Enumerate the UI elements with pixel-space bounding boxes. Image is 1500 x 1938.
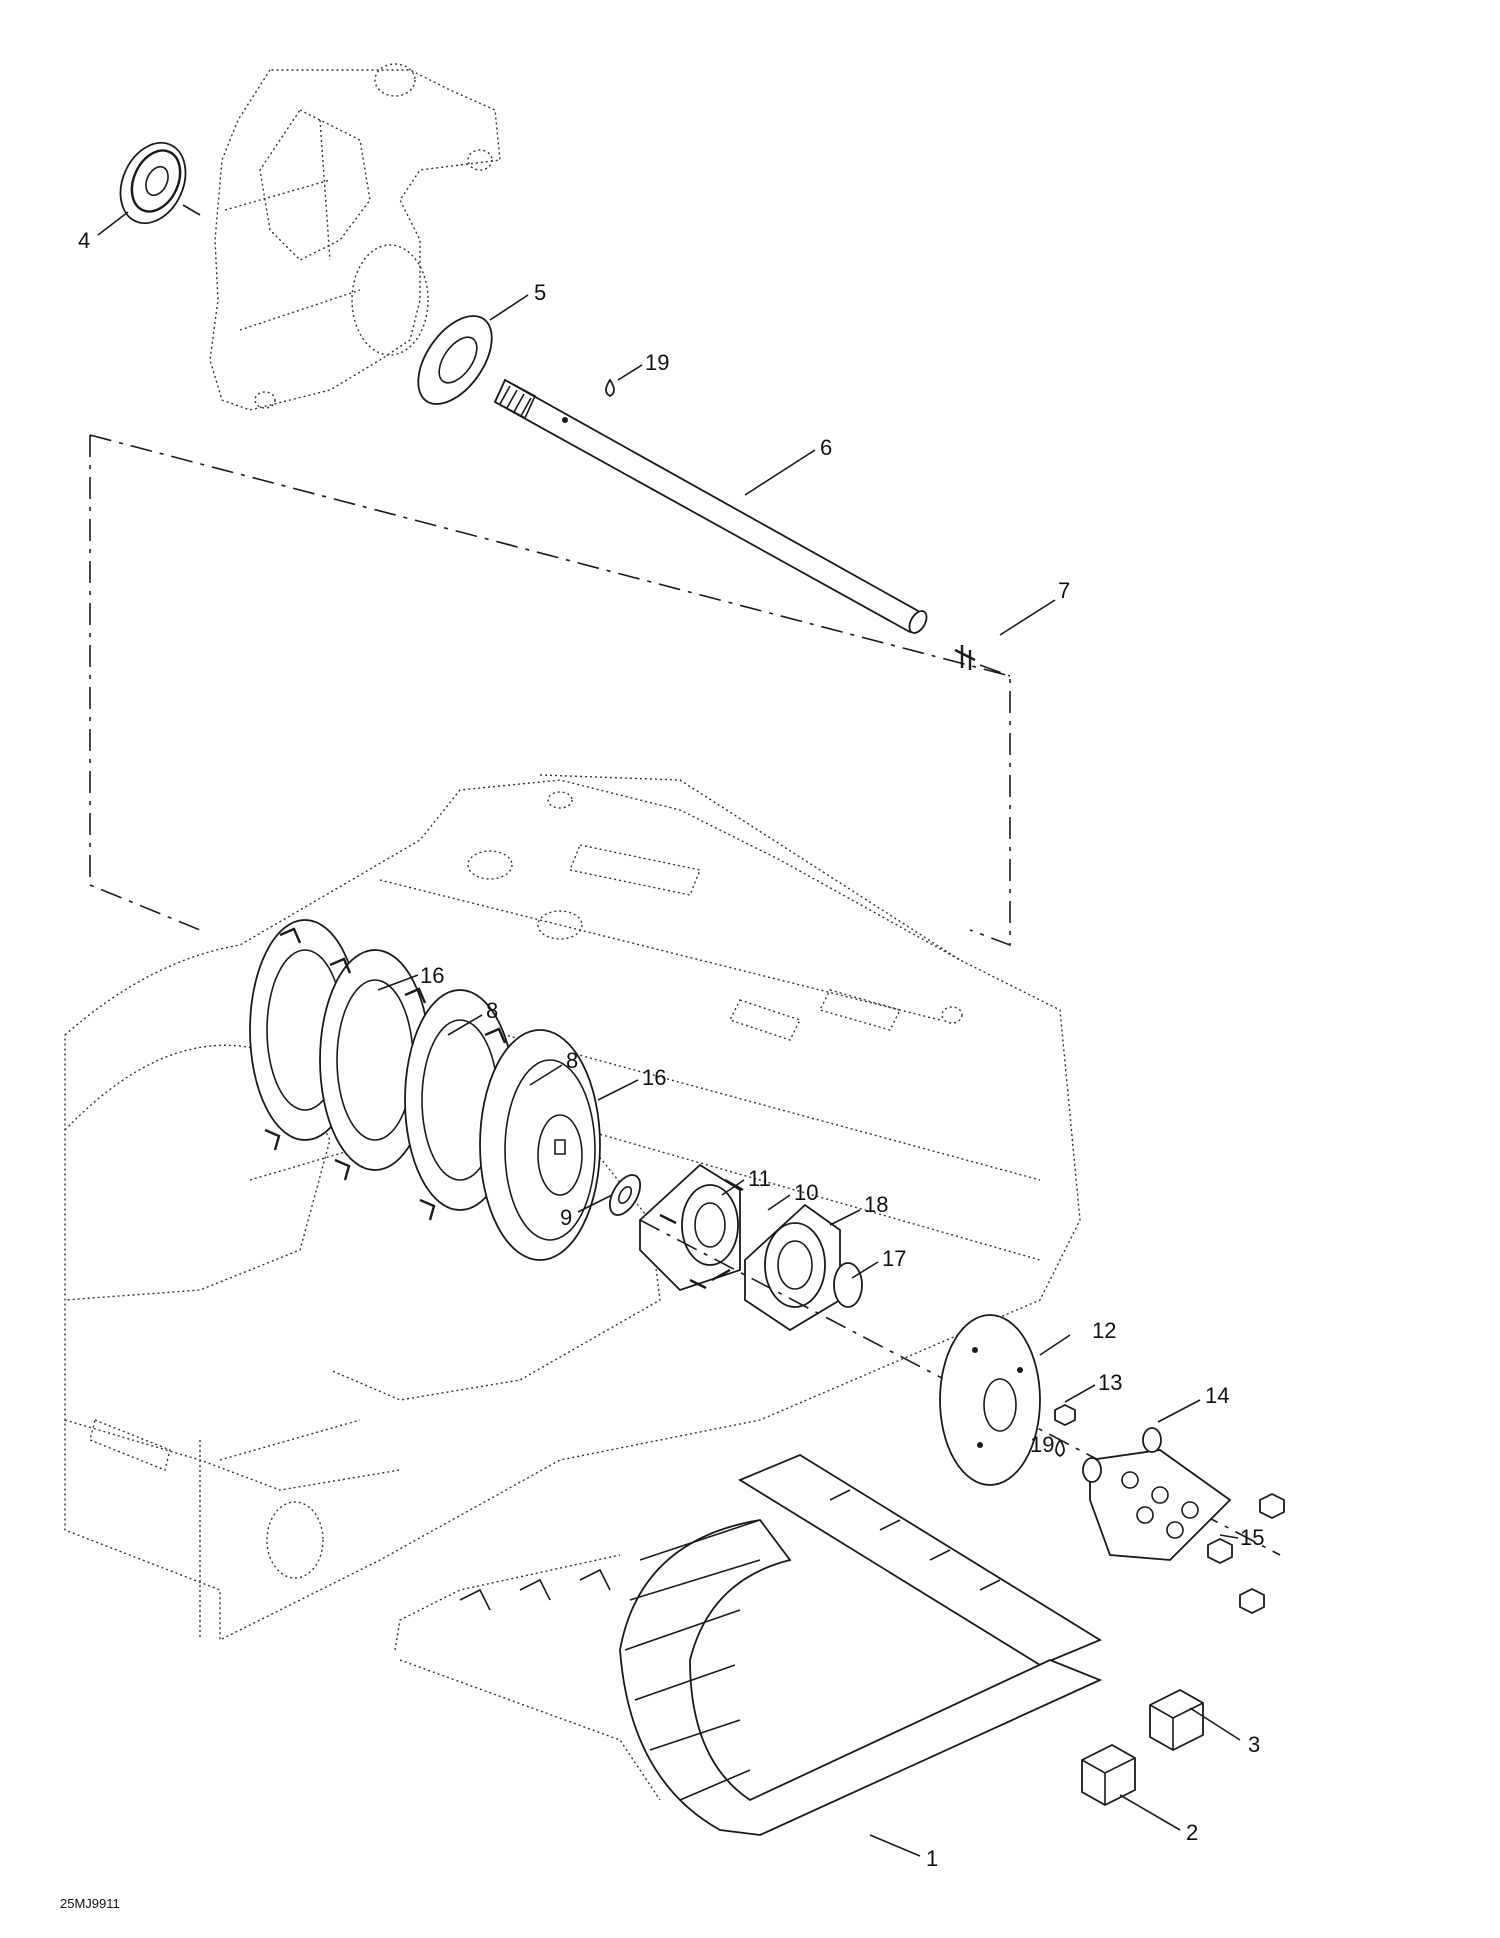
bearing-part-4: [119, 141, 201, 225]
callout-12: 12: [1092, 1318, 1116, 1343]
clip-part-3: [1149, 1688, 1204, 1752]
leader-lines: [97, 211, 1241, 1857]
nut-part-13: [1054, 1403, 1076, 1427]
callout-8-upper: 8: [486, 998, 498, 1023]
callout-19-lower: 19: [1030, 1432, 1054, 1457]
grease-drop-19-top: [605, 378, 615, 398]
callout-3: 3: [1248, 1732, 1260, 1757]
callout-10: 10: [794, 1180, 818, 1205]
callout-4: 4: [78, 228, 90, 253]
callout-1: 1: [926, 1846, 938, 1871]
clip-part-2: [1081, 1743, 1136, 1807]
callout-2: 2: [1186, 1820, 1198, 1845]
flange-part-18: [744, 1203, 841, 1332]
assembly-boundary: [89, 434, 1011, 947]
callout-15: 15: [1240, 1525, 1264, 1550]
drive-shaft-part-6: [493, 378, 928, 634]
sprocket-assembly: [249, 919, 601, 1261]
washer-part-9: [608, 1174, 642, 1216]
shaft-axis-line: [979, 664, 1011, 677]
callout-19-top: 19: [645, 350, 669, 375]
callout-14: 14: [1205, 1383, 1229, 1408]
callout-8-lower: 8: [566, 1048, 578, 1073]
callout-11: 11: [748, 1166, 771, 1191]
callout-6: 6: [820, 435, 832, 460]
callout-16-upper: 16: [420, 963, 444, 988]
callout-17: 17: [882, 1246, 906, 1271]
clip-part-7: [954, 645, 976, 670]
callout-9: 9: [560, 1205, 572, 1230]
callout-7: 7: [1058, 578, 1070, 603]
callout-18: 18: [864, 1192, 888, 1217]
figure-code: 25MJ9911: [60, 1896, 120, 1911]
callout-13: 13: [1098, 1370, 1122, 1395]
seal-part-5: [417, 315, 493, 405]
gearbox-housing: [209, 63, 501, 411]
track-part-1: [394, 1453, 1103, 1836]
callout-16-lower: 16: [642, 1065, 666, 1090]
ring-part-17: [833, 1262, 863, 1308]
wheel-part-12: [939, 1314, 1041, 1486]
callout-labels: 4 5 19 6 7 16 8 8 16 11 10 18 9 17 12 13…: [78, 228, 1264, 1871]
bracket-part-14-15: [1082, 1427, 1285, 1615]
callout-5: 5: [534, 280, 546, 305]
chassis-frame: [64, 774, 1081, 1642]
grease-drop-19-lower: [1055, 1438, 1065, 1458]
